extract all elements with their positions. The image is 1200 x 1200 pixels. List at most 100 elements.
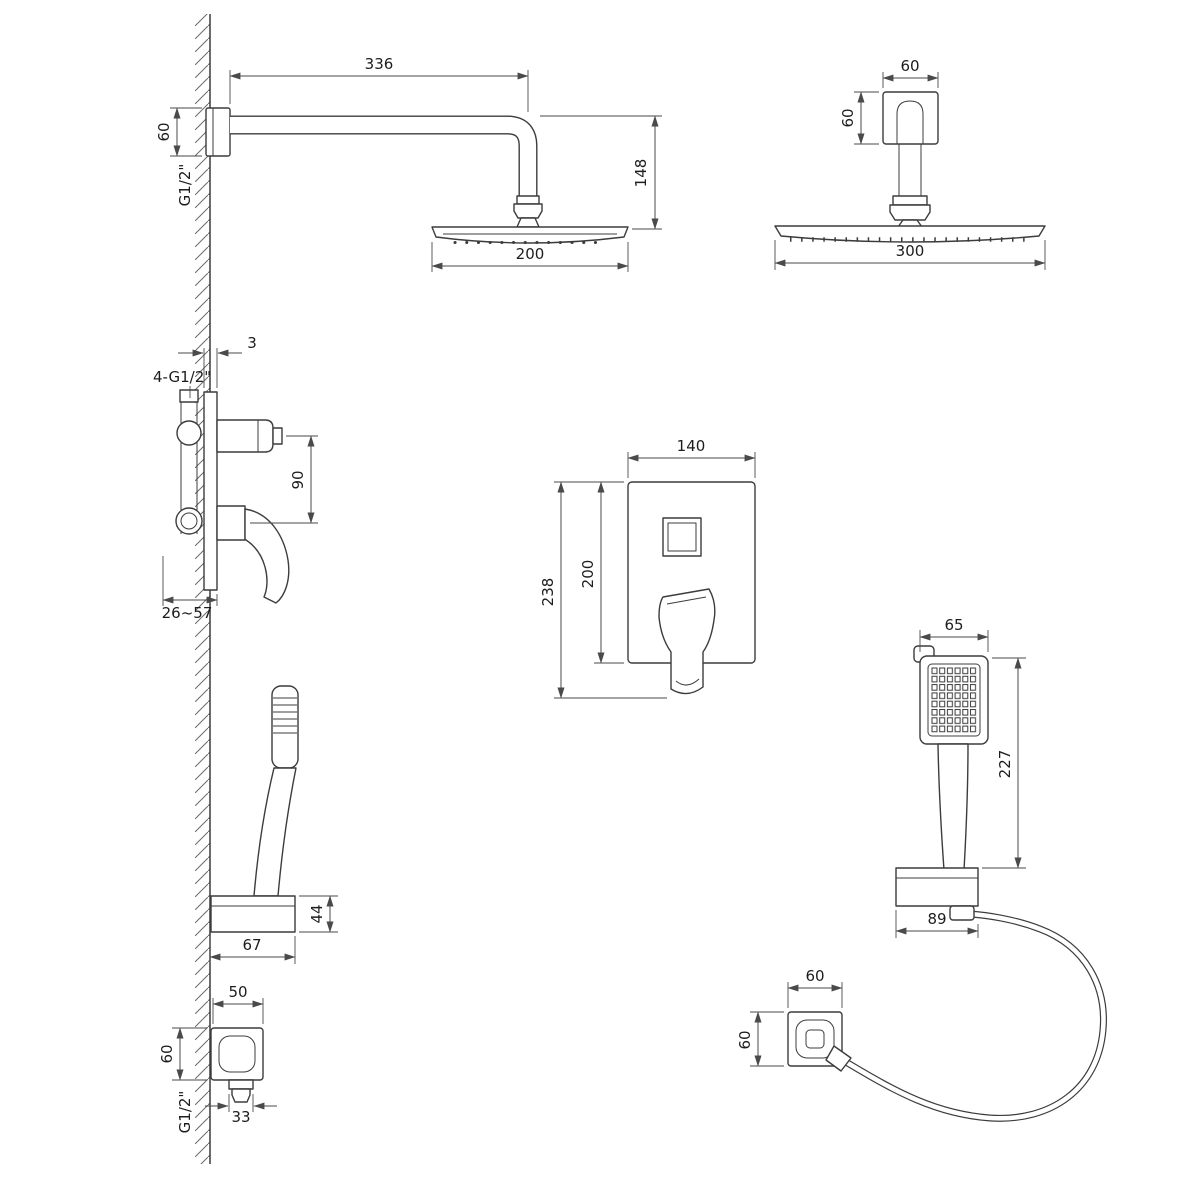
mixer-handle-front <box>658 588 716 695</box>
dim-label-3: 3 <box>247 334 257 352</box>
hand-shower-front-view: 65 227 89 <box>895 616 1026 938</box>
ceiling-flange <box>882 91 939 145</box>
hand-shower-face <box>927 663 981 737</box>
dim-label-26-57: 26~57 <box>162 604 213 622</box>
hose-nut <box>949 905 975 921</box>
hose-outlet-flange <box>787 1011 843 1067</box>
overhead-shower-front-view: 60 60 300 <box>774 57 1046 270</box>
dimension-hose-outlet-width: 60 <box>787 967 843 1008</box>
hand-shower-handle <box>937 743 969 871</box>
handle-opening-line <box>666 596 707 605</box>
dim-label-50: 50 <box>228 983 247 1001</box>
dimension-overall-height: 238 <box>539 481 667 699</box>
mixer-valve-body <box>216 419 274 453</box>
dim-label-238: 238 <box>539 578 557 607</box>
hand-shower-nozzle-grid <box>931 667 977 733</box>
thread-label-bottom: G1/2" <box>176 1091 194 1134</box>
dimension-head-width: 65 <box>919 616 989 652</box>
outlet-flange-inner <box>218 1035 256 1073</box>
mixer-handle-lever <box>244 508 290 604</box>
hand-shower-holder <box>895 867 979 907</box>
dim-label-148: 148 <box>632 159 650 188</box>
shower-head-connector-nut <box>513 203 543 219</box>
hose-connector <box>825 1045 852 1072</box>
dimension-flange-height: 60 <box>839 91 879 145</box>
handle-mouth-line <box>675 678 700 686</box>
dim-label-336: 336 <box>365 55 394 73</box>
hose-outlet-inner <box>795 1019 835 1059</box>
dimension-plate-thickness: 3 <box>178 334 257 388</box>
dim-label-140: 140 <box>677 437 706 455</box>
pipe-collar <box>892 195 928 206</box>
dim-label-60-flange: 60 <box>155 122 173 141</box>
arm-collar <box>516 195 540 205</box>
diverter-button <box>662 517 702 557</box>
hose-nipple <box>231 1088 251 1103</box>
wall-holder <box>210 895 296 933</box>
mixer-front-view: 140 238 200 <box>539 437 756 699</box>
valve-knob <box>272 427 283 445</box>
dim-label-200-plate: 200 <box>579 560 597 589</box>
diverter-button-inner <box>667 522 697 552</box>
hand-shower-side-view: 44 67 <box>209 685 338 964</box>
connector-nut <box>889 204 931 221</box>
overhead-shower-head-side <box>431 226 629 244</box>
mixer-handle-base <box>216 505 246 541</box>
dim-label-60-outlet: 60 <box>158 1044 176 1063</box>
dimension-drop-height: 148 <box>540 115 662 230</box>
dim-label-60-top: 60 <box>900 57 919 75</box>
dimension-head-diameter: 200 <box>431 242 629 272</box>
dimension-spout-offset: 33 <box>205 1094 277 1126</box>
dimension-head-width: 300 <box>774 240 1046 270</box>
dimension-plate-height: 200 <box>579 481 624 664</box>
connections-label: 4-G1/2" <box>153 368 211 386</box>
shower-arm <box>230 115 538 198</box>
hose-outlet-front-view: 60 60 <box>736 910 1107 1122</box>
dim-label-44: 44 <box>308 904 326 923</box>
dim-label-227: 227 <box>996 750 1014 779</box>
dimension-flange-size: 60 <box>155 107 202 157</box>
hose-outlet-port <box>805 1029 825 1049</box>
wall-supply-outlet-side-view: 50 60 33 G1/2" <box>158 983 277 1133</box>
dimension-holder-width: 89 <box>895 910 979 938</box>
dimension-hose-outlet-height: 60 <box>736 1011 784 1067</box>
dim-label-90: 90 <box>289 470 307 489</box>
dim-label-60-side: 60 <box>839 108 857 127</box>
wall-hatching <box>195 14 210 1164</box>
dim-label-60-hose-side: 60 <box>736 1030 754 1049</box>
dimension-plate-width: 140 <box>627 437 756 478</box>
dimension-port-spacing: 90 <box>250 435 318 524</box>
dim-label-65: 65 <box>944 616 963 634</box>
supply-stub <box>179 389 199 403</box>
shower-hose-fill <box>844 911 1106 1121</box>
connections-callout: 4-G1/2" <box>153 368 211 398</box>
dimension-holder-depth: 67 <box>209 936 296 964</box>
outlet-port-inner <box>180 512 198 530</box>
head-joint <box>516 217 540 228</box>
dimension-mounting-depth: 26~57 <box>162 556 218 622</box>
dim-label-33: 33 <box>231 1108 250 1126</box>
outlet-collar <box>228 1079 254 1090</box>
overhead-shower-head-front <box>774 225 1046 243</box>
dimension-overall-length: 227 <box>982 657 1026 869</box>
inlet-port <box>176 420 202 446</box>
dim-label-300: 300 <box>896 242 925 260</box>
dimension-arm-length: 336 <box>229 55 529 112</box>
dimension-outlet-height: 60 <box>158 1027 207 1081</box>
outlet-port <box>175 507 203 535</box>
wall-shower-side-view: 336 148 200 60 G1/2" <box>155 55 662 272</box>
concealed-mixer-side-view: 3 4-G1/2" 90 26~57 <box>153 334 318 622</box>
mixer-trim-plate-edge <box>203 391 218 591</box>
dim-label-60-hose-top: 60 <box>805 967 824 985</box>
shower-arm-fill <box>230 116 537 198</box>
dim-label-89: 89 <box>927 910 946 928</box>
dimension-outlet-width: 50 <box>212 983 264 1024</box>
head-rib-lines <box>273 697 297 734</box>
thread-label-top: G1/2" <box>176 164 194 207</box>
dim-label-67: 67 <box>242 936 261 954</box>
hand-shower-handle-side <box>253 767 297 897</box>
dim-label-200-head: 200 <box>516 245 545 263</box>
shower-arm-wall-flange <box>205 107 231 157</box>
